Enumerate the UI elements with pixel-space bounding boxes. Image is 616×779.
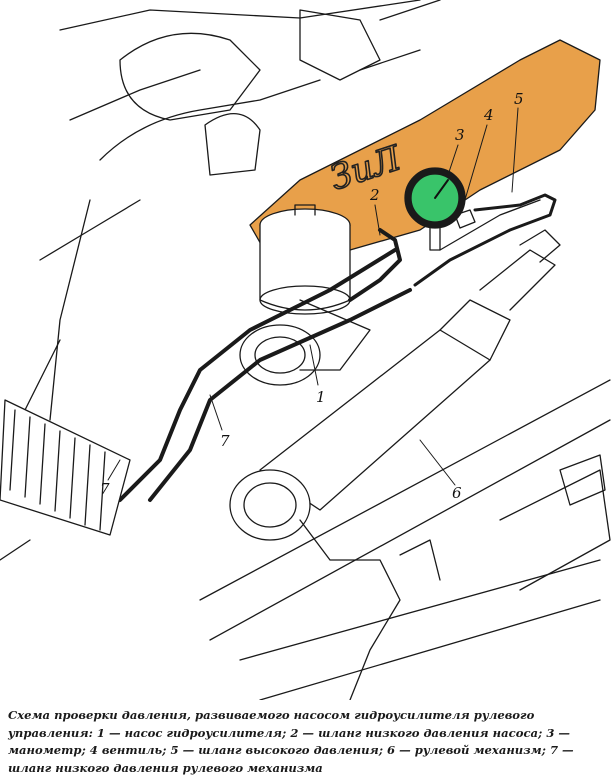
callout-4: 4	[483, 106, 494, 124]
pressure-gauge	[404, 167, 466, 251]
diagram-illustration: ЗиЛ	[0, 0, 611, 700]
high-pressure-hose-5	[413, 193, 557, 287]
valve	[439, 199, 541, 251]
callout-5: 5	[514, 90, 524, 108]
oil-cooler	[0, 399, 131, 536]
caption-line: шланг низкого давления рулевого механизм…	[8, 760, 323, 775]
caption-line: манометр; 4 вентиль; 5 — шланг высокого …	[8, 743, 574, 757]
caption-line: Схема проверки давления, развиваемого на…	[8, 708, 535, 722]
figure-caption: Схема проверки давления, развиваемого на…	[8, 707, 608, 777]
pump-low-pressure-hose-2	[348, 228, 402, 302]
callout-6: 6	[452, 484, 462, 502]
caption-line: управления: 1 — насос гидроусилителя; 2 …	[8, 725, 571, 740]
callout-7a: 7	[220, 432, 230, 450]
engine-block	[0, 0, 441, 561]
callout-2: 2	[369, 186, 380, 204]
frame	[199, 379, 611, 700]
callout-7b: 7	[100, 480, 110, 498]
callout-3: 3	[455, 126, 465, 144]
steering-gear	[229, 229, 561, 700]
callout-1: 1	[316, 388, 326, 406]
steering-low-pressure-hose-7	[118, 248, 412, 502]
steering-pump	[239, 204, 371, 386]
